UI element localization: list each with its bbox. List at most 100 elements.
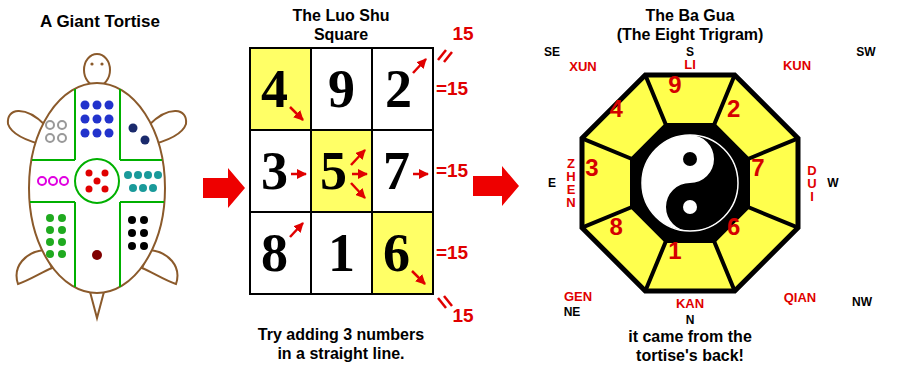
shell-line xyxy=(119,202,121,287)
cell-fills xyxy=(251,49,432,293)
cell-arrow xyxy=(413,59,426,73)
dot xyxy=(144,171,152,179)
cell-number: 2 xyxy=(385,62,412,116)
tortoise-figure: A Giant Tortise xyxy=(4,8,200,330)
flow-arrow xyxy=(473,166,519,206)
panel-heading: The Ba Gua xyxy=(522,6,858,25)
cell-arrow xyxy=(290,223,303,237)
inner-octagon xyxy=(632,125,748,241)
compass-direction-holder: N xyxy=(686,314,695,327)
compass-direction-holder: W xyxy=(827,177,838,190)
caption: Try adding 3 numbers in a straight line. xyxy=(250,325,432,363)
dot xyxy=(140,242,148,250)
shell-line xyxy=(75,159,119,203)
panel-heading: The Luo Shu Square xyxy=(286,6,396,44)
trigram-segment: 8 xyxy=(601,212,631,242)
dot xyxy=(58,214,66,222)
shell-lines xyxy=(30,89,164,287)
sum-label: 15 xyxy=(452,24,473,44)
compass-direction-holder: S xyxy=(686,46,694,59)
dot xyxy=(139,184,147,192)
trigram-name-holder: LI xyxy=(684,58,696,72)
dot xyxy=(86,186,93,193)
dot xyxy=(81,115,90,124)
segment-number: 9 xyxy=(668,73,681,97)
segment-number: 7 xyxy=(751,156,764,180)
square-cell: 8 xyxy=(249,211,312,295)
cell-arrow xyxy=(351,150,365,165)
bagua-octagon: The Ba Gua(The Eight Trigram)92761834 xyxy=(522,2,910,324)
trigram-name-holder: KUN xyxy=(783,59,811,73)
cell-number: 6 xyxy=(383,226,410,280)
dot xyxy=(92,250,102,260)
compass-direction: N xyxy=(686,314,695,327)
yin-yang-dot xyxy=(683,152,697,166)
dot xyxy=(154,171,162,179)
compass-direction: S xyxy=(686,46,694,59)
dot xyxy=(128,242,136,250)
trigram-name: QIAN xyxy=(784,291,817,305)
shell-line xyxy=(74,89,76,160)
cell-number: 3 xyxy=(261,144,288,198)
square-cell: 9 xyxy=(310,47,373,131)
sum-label: =15 xyxy=(436,243,468,263)
bagua-figure xyxy=(582,75,798,291)
tortoise-illustration xyxy=(8,54,186,318)
dot xyxy=(141,136,150,145)
trigram-name: XUN xyxy=(569,60,596,74)
trigram-name: DUI xyxy=(807,164,817,203)
shell-dots xyxy=(38,101,162,261)
trigram-segment: 7 xyxy=(743,153,773,183)
cell-fill xyxy=(251,49,310,129)
equals-stroke xyxy=(444,296,452,306)
sum-label-holder: 15 xyxy=(452,306,473,326)
cell-arrow xyxy=(352,173,367,176)
dot xyxy=(105,101,114,110)
dot xyxy=(129,124,138,133)
cell-arrow xyxy=(291,173,306,176)
shell-line xyxy=(30,201,75,203)
square-cell: 7 xyxy=(371,129,434,213)
shell-line xyxy=(32,159,75,161)
sum-label: =15 xyxy=(436,161,468,181)
trigram-name-holder: XUN xyxy=(569,60,596,74)
dot xyxy=(140,229,148,237)
segment-number: 3 xyxy=(585,156,598,180)
dot xyxy=(149,184,157,192)
cell-fill xyxy=(373,213,432,293)
dot xyxy=(102,170,109,177)
cell-arrow xyxy=(413,173,428,176)
trigram-name-holder: ZHEN xyxy=(566,157,576,209)
cell-arrow xyxy=(351,183,365,198)
dot xyxy=(140,216,148,224)
sum-label: 15 xyxy=(452,306,473,326)
dot xyxy=(129,184,137,192)
compass-direction: SE xyxy=(544,46,560,59)
sum-label-holder: =15 xyxy=(436,161,468,181)
square-cell: 4 xyxy=(249,47,312,131)
compass-direction-holder: NE xyxy=(564,306,581,319)
panel-subheading: (The Eight Trigram) xyxy=(522,25,858,44)
trigram-name-holder: DUI xyxy=(807,164,817,203)
shell-line xyxy=(120,159,162,161)
dot xyxy=(58,238,66,246)
dot xyxy=(93,129,102,138)
square-cell: 1 xyxy=(310,211,373,295)
cell-arrow xyxy=(290,107,303,120)
trigram-segment: 2 xyxy=(719,94,749,124)
segment-divider xyxy=(582,75,798,291)
cell-number: 5 xyxy=(320,144,347,198)
eye xyxy=(90,62,93,65)
dot xyxy=(128,229,136,237)
square-cell: 6 xyxy=(371,211,434,295)
trigram-name-holder: KAN xyxy=(676,297,704,311)
dot xyxy=(128,216,136,224)
dot xyxy=(60,177,68,185)
compass-direction: NW xyxy=(852,296,872,309)
trigram-name-holder: QIAN xyxy=(784,291,817,305)
dot xyxy=(134,171,142,179)
square-cell: 2 xyxy=(371,47,434,131)
caption-holder: it came from the tortise's back! xyxy=(618,327,763,365)
trigram-segment: 4 xyxy=(601,94,631,124)
